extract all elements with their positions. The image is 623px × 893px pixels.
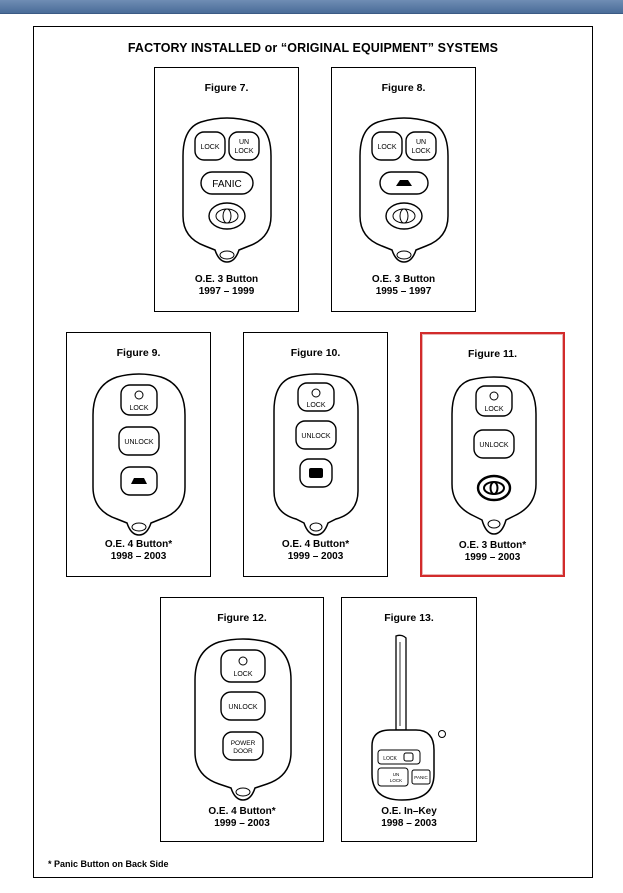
figure-title: Figure 9. [116,347,161,359]
figure-title: Figure 10. [290,347,341,359]
figure-title: Figure 8. [381,82,426,94]
sheet-title: FACTORY INSTALLED or “ORIGINAL EQUIPMENT… [127,41,499,55]
svg-text:LOCK: LOCK [383,756,397,762]
figure-caption: O.E. 4 Button* [208,806,276,817]
figure-7: Figure 7. LOCK UN LOCK FANIC O.E. 3 Butt… [154,67,299,312]
key-fob-image: LOCK UNLOCK [92,373,186,536]
svg-text:LOCK: LOCK [129,405,148,412]
svg-text:DOOR: DOOR [233,748,253,755]
figure-13: Figure 13. LOCK UN LOCK PANIC O.E. In–Ke… [341,597,477,842]
key-fob-image: LOCK UN LOCK FANIC [182,117,272,263]
svg-text:UNLOCK: UNLOCK [124,439,154,446]
svg-text:LOCK: LOCK [484,406,503,413]
svg-text:LOCK: LOCK [306,402,325,409]
footnote: * Panic Button on Back Side [48,859,169,869]
svg-text:LOCK: LOCK [234,148,253,155]
svg-text:UNLOCK: UNLOCK [479,442,509,449]
svg-text:UN: UN [416,139,426,146]
svg-text:LOCK: LOCK [233,671,252,678]
svg-text:FANIC: FANIC [212,179,241,190]
top-bar [0,0,623,14]
svg-text:UNLOCK: UNLOCK [228,704,258,711]
figure-years: 1998 – 2003 [381,818,437,829]
figure-caption: O.E. 3 Button [194,274,259,285]
figure-9: Figure 9. LOCK UNLOCK O.E. 4 Button* 199… [66,332,211,577]
key-fob-image: LOCK UN LOCK [359,117,449,263]
figure-caption: O.E. In–Key [381,806,437,817]
figure-years: 1999 – 2003 [214,818,270,829]
figure-title: Figure 11. [467,348,518,360]
svg-text:LOCK: LOCK [390,778,402,783]
figure-10: Figure 10. LOCK UNLOCK O.E. 4 Button* 19… [243,332,388,577]
svg-text:PANIC: PANIC [414,775,428,780]
figure-caption: O.E. 3 Button* [458,540,527,551]
key-fob-image: LOCK UNLOCK POWER DOOR [194,638,292,801]
figure-title: Figure 12. [217,612,267,624]
figure-title: Figure 7. [204,82,249,94]
svg-text:UN: UN [239,139,249,146]
figure-years: 1998 – 2003 [110,551,167,562]
svg-text:POWER: POWER [231,740,256,747]
figure-8: Figure 8. LOCK UN LOCK O.E. 3 Button 199… [331,67,476,312]
figure-years: 1997 – 1999 [198,286,255,297]
button-label: LOCK [200,144,219,151]
key-fob-image: LOCK UNLOCK [273,373,359,536]
svg-text:LOCK: LOCK [377,144,396,151]
figure-11: Figure 11. LOCK UNLOCK O.E. 3 Button* 19… [420,332,565,577]
figure-caption: O.E. 4 Button* [104,539,173,550]
figure-years: 1999 – 2003 [287,551,344,562]
figure-years: 1995 – 1997 [375,286,432,297]
key-fob-image: LOCK UNLOCK [451,376,537,535]
figure-years: 1999 – 2003 [464,552,521,563]
document-sheet: FACTORY INSTALLED or “ORIGINAL EQUIPMENT… [33,26,593,878]
key-fob-image: LOCK UN LOCK PANIC [371,634,446,801]
svg-text:UNLOCK: UNLOCK [301,433,331,440]
figure-caption: O.E. 4 Button* [281,539,350,550]
svg-text:UN: UN [393,772,400,777]
figure-title: Figure 13. [384,612,434,624]
svg-text:LOCK: LOCK [411,148,430,155]
figure-12: Figure 12. LOCK UNLOCK POWER DOOR O.E. 4… [160,597,324,842]
figure-caption: O.E. 3 Button [371,274,436,285]
